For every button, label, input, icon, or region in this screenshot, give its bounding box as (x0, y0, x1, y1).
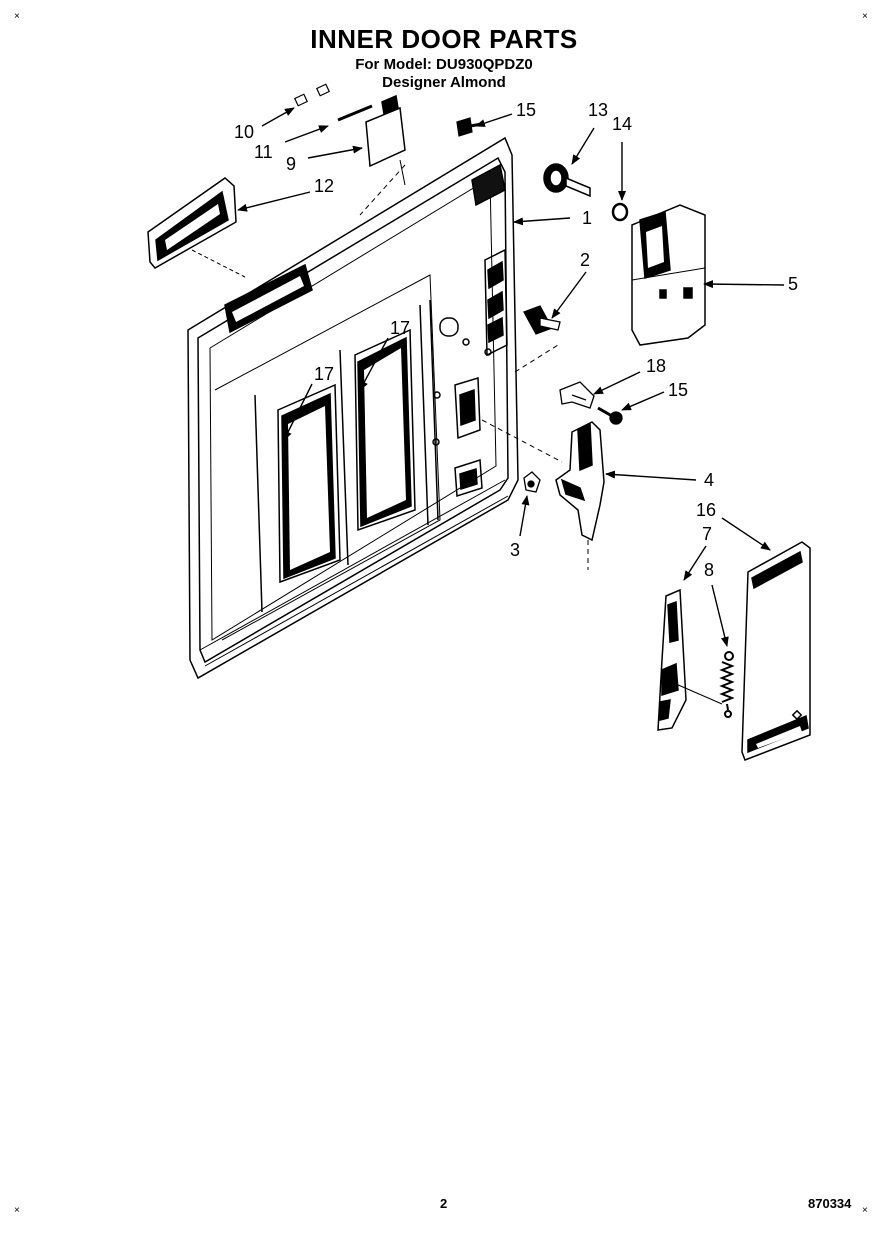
callout-7: 7 (702, 524, 712, 544)
model-line: For Model: DU930QPDZ0 (355, 56, 533, 73)
callout-labels: 1 2 3 4 5 7 8 9 10 11 12 13 14 15 15 16 … (234, 100, 798, 580)
leader-10 (261, 107, 295, 127)
coil-spring (675, 651, 735, 718)
spring-arm (657, 588, 687, 731)
leader-17a (359, 337, 389, 391)
leader-9 (307, 145, 363, 159)
callout-17-right: 17 (390, 318, 410, 338)
leader-8 (711, 584, 729, 647)
control-knob (543, 163, 591, 198)
leader-13 (571, 127, 595, 165)
corner-mark-top-left: × (14, 11, 20, 22)
leader-11 (284, 125, 329, 143)
leader-7 (683, 545, 707, 581)
callout-leaders (237, 107, 785, 647)
leader-17b (283, 383, 313, 441)
leader-16 (721, 517, 771, 551)
leader-15a (475, 113, 513, 127)
corner-mark-bottom-right: × (862, 1205, 868, 1216)
callout-17-left: 17 (314, 364, 334, 384)
construction-lines (359, 164, 563, 463)
leader-2 (551, 271, 587, 319)
handle-screws (293, 83, 331, 107)
callout-18: 18 (646, 356, 666, 376)
leader-12 (237, 191, 311, 212)
callout-14: 14 (612, 114, 632, 134)
mount-screw-top (456, 117, 483, 137)
dispenser-module (631, 204, 706, 346)
leader-18 (593, 371, 641, 395)
corner-mark-bottom-left: × (14, 1205, 20, 1216)
callout-2: 2 (580, 250, 590, 270)
callout-11: 11 (254, 142, 273, 162)
callout-15-clip: 15 (668, 380, 688, 400)
callout-1: 1 (582, 208, 592, 228)
page-number: 2 (440, 1196, 448, 1211)
color-line: Designer Almond (382, 74, 506, 91)
leader-4 (605, 470, 697, 481)
side-panel (741, 541, 811, 761)
page-title: INNER DOOR PARTS (310, 24, 578, 54)
corner-mark-top-right: × (862, 11, 868, 22)
callout-12: 12 (314, 176, 334, 196)
leader-5 (703, 280, 785, 289)
latch-clip (559, 381, 595, 409)
door-bracket (523, 305, 561, 335)
handle-rod (337, 104, 373, 122)
leader-1 (513, 217, 571, 226)
callout-8: 8 (704, 560, 714, 580)
leader-15b (621, 391, 665, 411)
callout-5: 5 (788, 274, 798, 294)
door-plug (523, 471, 541, 493)
callout-13: 13 (588, 100, 608, 120)
callout-4: 4 (704, 470, 714, 490)
callout-15-top: 15 (516, 100, 536, 120)
door-handle (147, 177, 246, 278)
callout-3: 3 (510, 540, 520, 560)
latch-cover (365, 94, 406, 186)
callout-16: 16 (696, 500, 716, 520)
callout-10: 10 (234, 122, 254, 142)
clip-screw (597, 406, 623, 425)
document-number: 870334 (808, 1196, 852, 1211)
callout-9: 9 (286, 154, 296, 174)
leader-3 (519, 495, 530, 537)
knob-washer (611, 202, 629, 222)
inner-door-panel (187, 136, 519, 680)
door-latch (555, 421, 605, 570)
